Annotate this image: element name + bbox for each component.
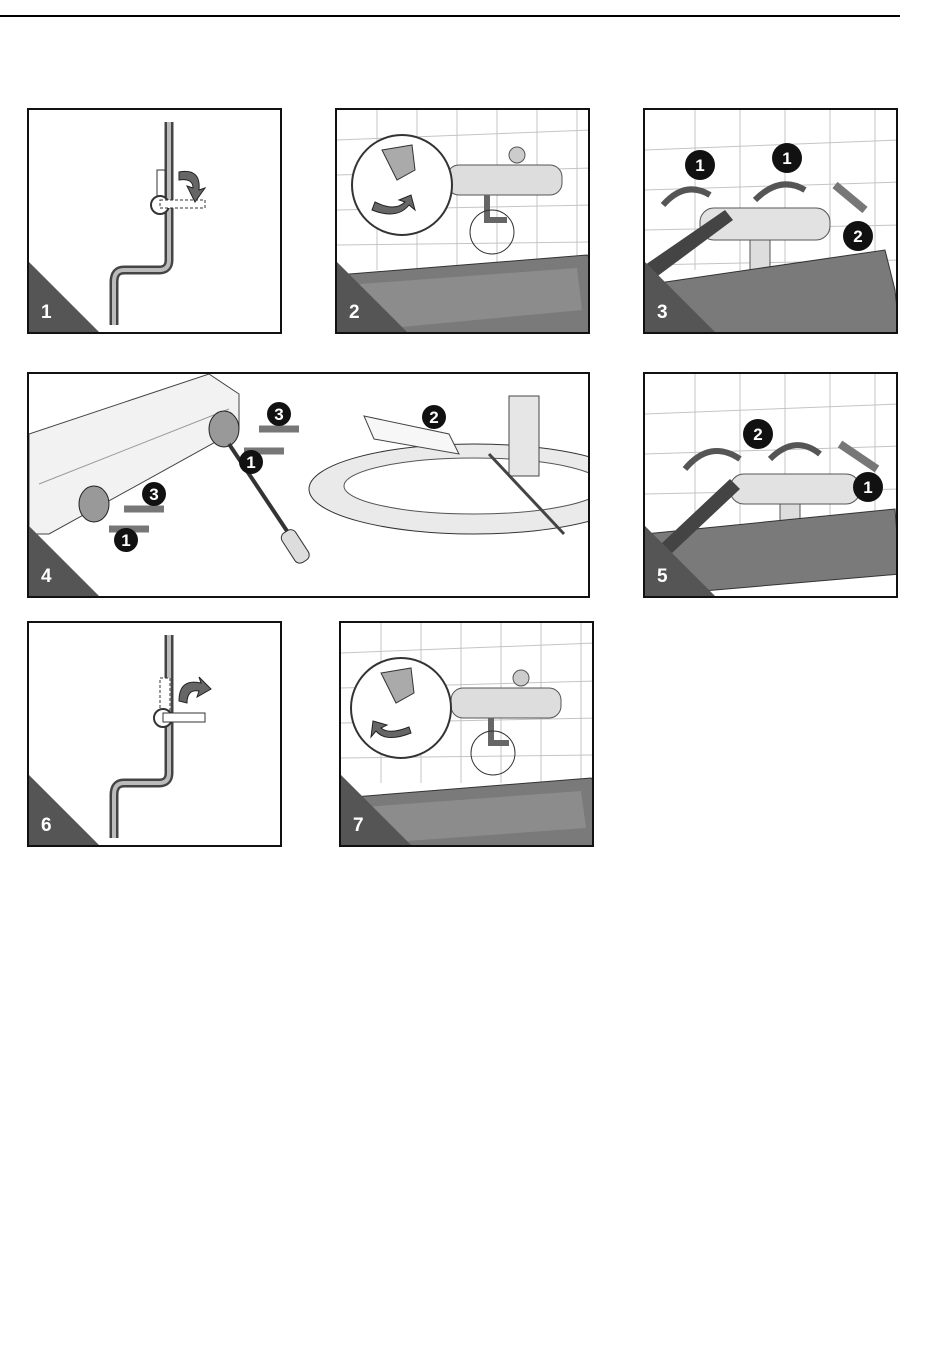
callout-number: 2 <box>753 425 762 444</box>
step-corner-tab <box>29 775 99 845</box>
callout-number: 3 <box>274 405 283 424</box>
callout-number: 2 <box>429 408 438 427</box>
step-corner-tab <box>341 775 411 845</box>
callout-number: 1 <box>782 149 791 168</box>
callout-number: 1 <box>246 453 255 472</box>
step-corner-tab <box>645 262 715 332</box>
step-number: 4 <box>41 566 52 588</box>
step-corner-tab <box>337 262 407 332</box>
step-3-panel: 1 1 2 3 <box>643 108 898 334</box>
step-number: 2 <box>349 302 360 324</box>
step-corner-tab <box>29 262 99 332</box>
step-number: 6 <box>41 815 52 837</box>
step-2-panel: 2 <box>335 108 590 334</box>
step-number: 7 <box>353 815 364 837</box>
step-7-panel: 7 <box>339 621 594 847</box>
step-number: 3 <box>657 302 668 324</box>
step-number: 1 <box>41 302 52 324</box>
step-5-panel: 2 1 5 <box>643 372 898 598</box>
top-rule <box>0 15 900 17</box>
step-corner-tab <box>29 526 99 596</box>
step-6-panel: 6 <box>27 621 282 847</box>
filter-cleaning-illustration: 3 1 3 1 2 <box>29 374 590 598</box>
callout-number: 1 <box>121 531 130 550</box>
callout-number: 1 <box>863 478 872 497</box>
callout-number: 3 <box>149 485 158 504</box>
callout-number: 1 <box>695 156 704 175</box>
step-corner-tab <box>645 526 715 596</box>
step-1-panel: 1 <box>27 108 282 334</box>
step-4-panel: 3 1 3 1 2 4 <box>27 372 590 598</box>
step-number: 5 <box>657 566 668 588</box>
callout-number: 2 <box>853 227 862 246</box>
